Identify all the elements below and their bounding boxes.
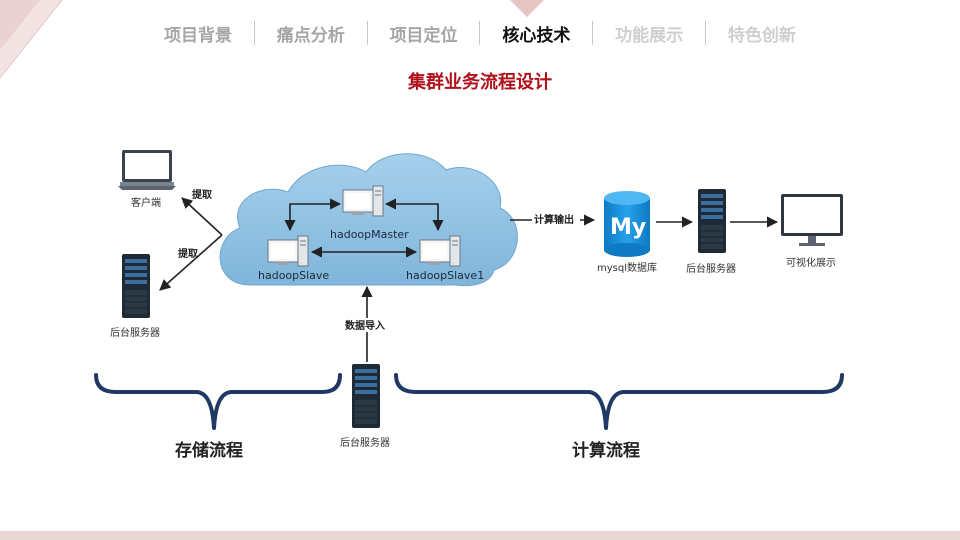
client-label: 客户端 xyxy=(131,196,161,209)
extract-to-client-arrow xyxy=(181,197,223,236)
compute-flow-label: 计算流程 xyxy=(572,440,640,461)
hadoop-cluster-cloud xyxy=(219,153,518,287)
tab-project-background[interactable]: 项目背景 xyxy=(164,25,232,46)
data-import-label: 数据导入 xyxy=(345,319,385,332)
mysql-database-icon: My xyxy=(604,191,650,257)
master-slave1-arrow xyxy=(384,198,444,232)
hadoop-slave1-pc-icon xyxy=(419,235,461,267)
left-server-icon xyxy=(121,253,151,319)
tab-core-technology[interactable]: 核心技术 xyxy=(502,25,571,46)
hadoop-master-label: hadoopMaster xyxy=(330,228,409,241)
nav-separator xyxy=(366,21,368,45)
compute-flow-brace xyxy=(394,373,844,430)
compute-output-label: 计算输出 xyxy=(534,213,574,226)
storage-flow-brace xyxy=(94,373,342,430)
bottom-server-label: 后台服务器 xyxy=(340,436,390,449)
mysql-label: mysql数据库 xyxy=(597,261,657,274)
top-navigation: 项目背景 痛点分析 项目定位 核心技术 功能展示 特色创新 xyxy=(150,18,810,48)
nav-separator xyxy=(253,21,255,45)
tab-pain-point-analysis[interactable]: 痛点分析 xyxy=(276,25,345,46)
corner-decoration xyxy=(0,0,63,79)
monitor-icon xyxy=(781,194,843,246)
bottom-decoration-band xyxy=(0,531,960,540)
laptop-icon xyxy=(118,150,176,190)
storage-flow-label: 存储流程 xyxy=(175,440,243,461)
hadoop-slave1-label: hadoopSlave1 xyxy=(406,269,484,282)
active-tab-marker xyxy=(510,0,544,17)
tab-project-positioning[interactable]: 项目定位 xyxy=(389,25,458,46)
extract-label-1: 提取 xyxy=(192,188,213,201)
bottom-server-icon xyxy=(351,363,381,429)
extract-to-server-arrow xyxy=(159,234,223,291)
tab-innovation[interactable]: 特色创新 xyxy=(727,25,796,46)
extract-label-2: 提取 xyxy=(178,247,199,260)
hadoop-slave-label: hadoopSlave xyxy=(258,269,329,282)
hadoop-slave-pc-icon xyxy=(267,235,309,267)
master-slave-arrow xyxy=(284,198,342,232)
right-server-icon xyxy=(697,188,727,254)
monitor-label: 可视化展示 xyxy=(786,256,836,269)
page-title: 集群业务流程设计 xyxy=(408,72,552,93)
left-server-label: 后台服务器 xyxy=(110,326,160,339)
nav-separator xyxy=(705,21,707,45)
svg-text:My: My xyxy=(610,215,646,240)
tab-feature-showcase[interactable]: 功能展示 xyxy=(615,25,684,46)
right-server-label: 后台服务器 xyxy=(686,262,736,275)
nav-separator xyxy=(592,21,594,45)
nav-separator xyxy=(479,21,481,45)
hadoop-master-pc-icon xyxy=(342,185,384,217)
